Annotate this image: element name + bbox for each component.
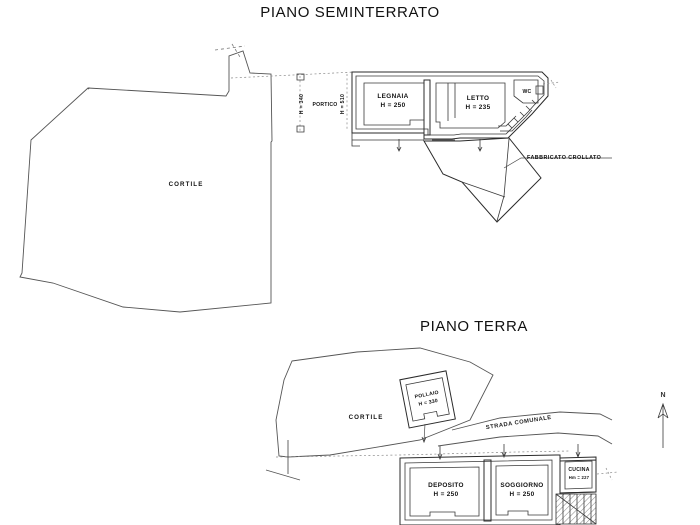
wc-room-walls <box>513 79 539 104</box>
fabbricato-crollato-outline <box>423 137 542 223</box>
legnaia-height-label: H = 250 <box>380 102 405 109</box>
pollaio-inner-wall <box>405 377 450 422</box>
lower-plan-title: PIANO TERRA <box>420 318 528 335</box>
pollaio-label: POLLAIO <box>414 390 439 401</box>
pollaio-leader-arrow <box>421 436 427 444</box>
north-label: N <box>660 392 665 399</box>
deposito-room-walls <box>409 466 480 517</box>
cucina-height-label: Hm = 227 <box>569 475 590 480</box>
lower-door-symbol-2 <box>501 444 507 459</box>
fabbricato-crollato-inner-line <box>461 138 510 222</box>
pollaio-leader <box>423 423 426 442</box>
strada-comunale-line-top <box>451 411 613 431</box>
portico-corner-tick-bl <box>296 125 305 133</box>
lower-plan-group: PIANO TERRA <box>265 318 619 525</box>
upper-building-inner-wall <box>355 75 545 136</box>
upper-stair-notches <box>507 99 537 129</box>
stair-hatch-steps <box>562 494 592 524</box>
legnaia-letto-partition <box>423 79 431 136</box>
letto-height-label: H = 235 <box>465 104 490 111</box>
stair-hatch-diagonal <box>555 493 597 525</box>
pollaio-outer-wall <box>399 370 456 429</box>
deposito-label: DEPOSITO <box>428 482 464 489</box>
strada-comunale-line-bottom <box>437 432 613 447</box>
fabbricato-crollato-label: FABBRICATO CROLLATO <box>527 155 601 161</box>
cucina-inner-wall <box>564 460 593 490</box>
cucina-label: CUCINA <box>568 467 589 473</box>
portico-label: PORTICO <box>313 102 338 108</box>
portico-left-height-label: H = 340 <box>299 94 305 114</box>
upper-plan-group: PIANO SEMINTERRATO <box>19 4 612 313</box>
upper-site-dash-top <box>214 43 246 58</box>
lower-property-dashed-line <box>275 450 571 458</box>
fabbricato-crollato-leader <box>503 157 612 169</box>
upper-door-symbol-2 <box>477 139 483 152</box>
pollaio-label-group: POLLAIO H = 330 <box>414 390 439 408</box>
upper-cortile-label: CORTILE <box>169 181 204 188</box>
pollaio-height-label: H = 330 <box>418 398 439 408</box>
lower-door-symbol-3 <box>575 444 581 459</box>
soggiorno-label: SOGGIORNO <box>500 482 543 489</box>
lower-door-symbol-1 <box>437 446 443 461</box>
north-arrow-icon <box>657 402 669 448</box>
lower-cortile-label: CORTILE <box>349 414 384 421</box>
lower-left-tick-diagonal <box>265 469 301 481</box>
upper-cortile-outline <box>19 50 273 313</box>
soggiorno-room-walls <box>495 464 549 516</box>
wc-dashed-exit <box>542 79 561 89</box>
upper-plan-title: PIANO SEMINTERRATO <box>260 4 439 21</box>
wc-label: WC <box>523 89 532 95</box>
cucina-outer-wall <box>559 456 597 494</box>
legnaia-label: LEGNAIA <box>377 93 408 100</box>
strada-comunale-label: STRADA COMUNALE <box>486 415 553 431</box>
upper-block-left-foot <box>351 133 360 147</box>
upper-site-dash-horizontal <box>230 71 356 79</box>
pollaio-group <box>399 370 456 429</box>
lower-cortile-outline <box>275 347 494 458</box>
lower-building-inner-wall <box>404 459 553 521</box>
deposito-soggiorno-partition <box>483 459 492 522</box>
upper-door-symbol-1 <box>396 139 402 152</box>
letto-label: LETTO <box>467 95 490 102</box>
cucina-dashed-exit <box>596 467 619 481</box>
letto-room-walls <box>435 82 506 129</box>
portico-right-height-label: H = 510 <box>340 94 346 114</box>
north-arrow-group: N <box>657 392 669 448</box>
portico-corner-tick-tl <box>296 73 305 81</box>
soggiorno-height-label: H = 250 <box>509 491 534 498</box>
deposito-height-label: H = 250 <box>433 491 458 498</box>
wc-door-jamb <box>535 85 544 95</box>
